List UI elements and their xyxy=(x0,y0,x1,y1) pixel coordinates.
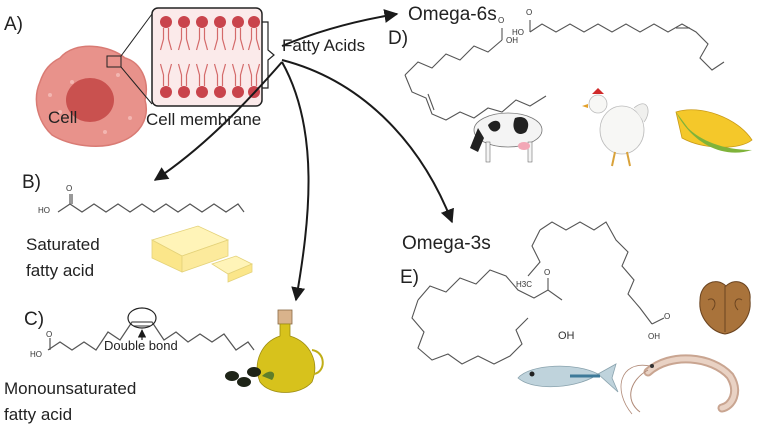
mono-o: O xyxy=(46,330,53,339)
fish-icon xyxy=(517,363,619,393)
lipid-head xyxy=(214,86,226,98)
lipid-tail xyxy=(167,28,173,51)
omega3a-oh: OH xyxy=(648,332,660,341)
lipid-tail xyxy=(231,28,237,51)
omega6b-o: O xyxy=(526,8,533,17)
lipid-tail xyxy=(255,28,261,51)
lipid-head xyxy=(214,16,226,28)
arrow-to-omega6 xyxy=(281,9,399,47)
arrow-to-omega3 xyxy=(281,59,454,224)
cell-illustration xyxy=(35,13,153,147)
chicken-icon xyxy=(582,88,649,167)
lipid-tail xyxy=(213,28,219,51)
lipid-tail xyxy=(185,63,191,86)
omega6-structure-1 xyxy=(404,28,547,121)
lipid-tail xyxy=(167,63,173,86)
double-bond-label: Double bond xyxy=(104,338,178,353)
omega3b-o: O xyxy=(544,268,551,277)
olive-oil-icon xyxy=(225,309,324,393)
fatty-acids-label: Fatty Acids xyxy=(282,36,366,55)
lipid-tail xyxy=(195,28,201,51)
arrows xyxy=(153,9,454,302)
arrow-to-saturated xyxy=(153,61,283,181)
omega3-label: Omega-3s xyxy=(402,233,491,254)
lipid-tail xyxy=(247,63,253,86)
butter-icon xyxy=(150,225,253,283)
saturated-o: O xyxy=(66,184,73,193)
monounsaturated-structure xyxy=(47,307,255,351)
lipid-tail xyxy=(255,63,261,86)
omega3-structure-1 xyxy=(527,221,665,325)
saturated-ho: HO xyxy=(38,206,50,215)
lipid-tail xyxy=(177,63,183,86)
membrane-zoom xyxy=(151,7,263,107)
lipid-tail xyxy=(185,28,191,51)
omega6b-ho: HO xyxy=(512,28,524,37)
saturated-label: Saturated fatty acid xyxy=(26,235,100,280)
lipid-tail xyxy=(221,28,227,51)
omega3b-oh: OH xyxy=(558,330,575,342)
lipid-head xyxy=(160,86,172,98)
lipid-tail xyxy=(247,28,253,51)
shrimp-icon xyxy=(620,354,739,415)
panel-label-c: C) xyxy=(24,309,45,330)
omega6a-oh: OH xyxy=(506,36,518,45)
brace xyxy=(262,21,275,89)
omega6-label: Omega-6s xyxy=(408,4,497,25)
cell-membrane-label: Cell membrane xyxy=(146,110,262,129)
lipid-tail xyxy=(213,63,219,86)
lipid-tail xyxy=(239,28,245,51)
lipid-head xyxy=(248,16,260,28)
cell-label: Cell xyxy=(48,108,78,127)
lipid-tail xyxy=(177,28,183,51)
lipid-tail xyxy=(221,63,227,86)
panel-label-e: E) xyxy=(400,267,419,288)
lipid-tail xyxy=(159,28,165,51)
lipid-head xyxy=(178,16,190,28)
lipid-head xyxy=(178,86,190,98)
lipid-tail xyxy=(203,63,209,86)
lipid-head xyxy=(232,16,244,28)
lipid-tail xyxy=(159,63,165,86)
monounsaturated-label: Monounsaturated fatty acid xyxy=(4,379,137,424)
mono-ho: HO xyxy=(30,350,42,359)
panel-label-b: B) xyxy=(22,172,41,193)
lipid-tail xyxy=(239,63,245,86)
lipid-head xyxy=(232,86,244,98)
walnut-icon xyxy=(699,281,751,335)
omega3a-h3c: H3C xyxy=(516,280,533,289)
omega6-structure-2 xyxy=(529,20,725,71)
omega6a-o: O xyxy=(498,16,505,25)
omega3a-o: O xyxy=(664,312,671,321)
cow-icon xyxy=(470,112,543,163)
corn-icon xyxy=(675,109,753,153)
lipid-tail xyxy=(231,63,237,86)
lipid-head xyxy=(160,16,172,28)
omega3-structure-2 xyxy=(411,269,563,365)
lipid-tail xyxy=(203,28,209,51)
lipid-head xyxy=(196,16,208,28)
lipid-tail xyxy=(195,63,201,86)
cell-nucleus xyxy=(66,78,114,122)
membrane-zoom-box xyxy=(106,55,122,68)
arrow-to-monounsaturated xyxy=(281,61,310,302)
panel-label-a: A) xyxy=(4,14,23,35)
saturated-structure xyxy=(57,194,245,213)
lipid-head xyxy=(196,86,208,98)
panel-label-d: D) xyxy=(388,28,409,49)
